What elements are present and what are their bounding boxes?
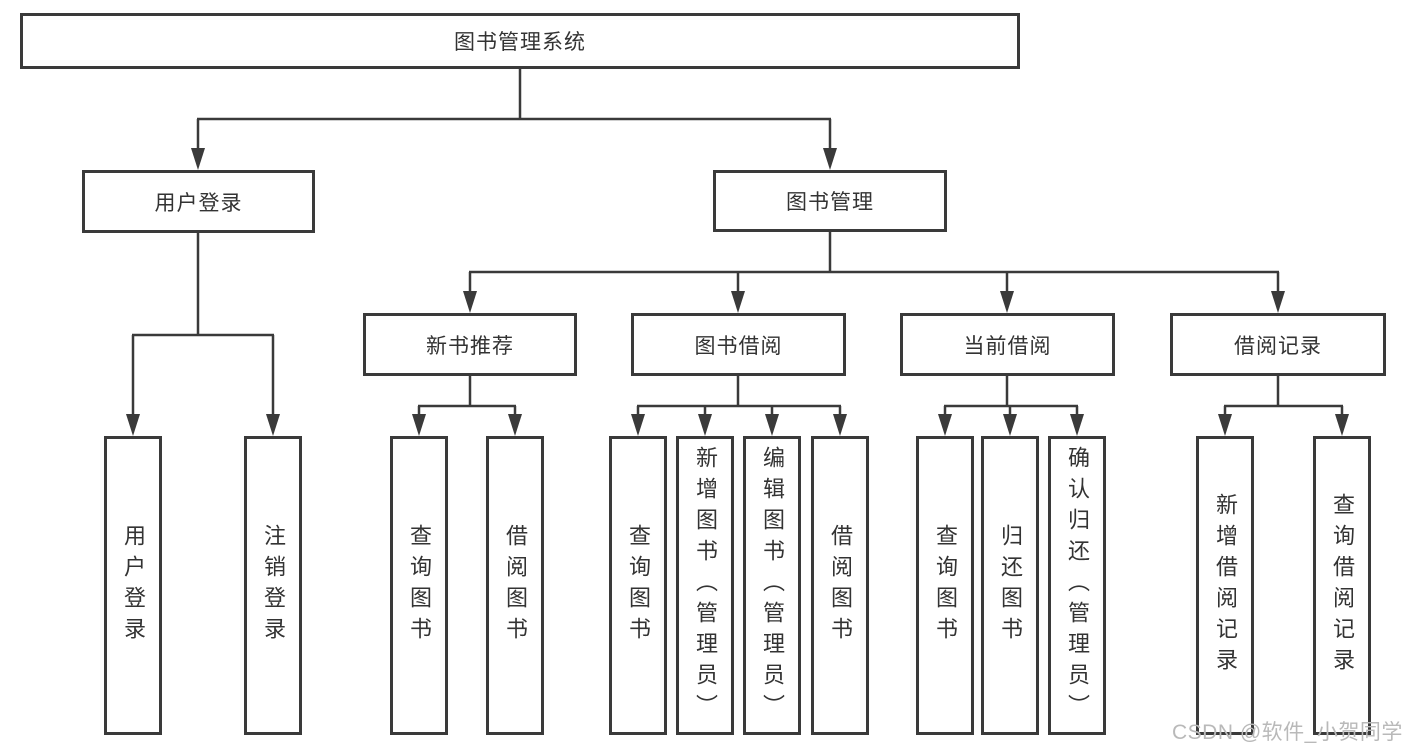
leaf-user-login: 用户登录 [104,436,162,735]
leaf-label: 归还图书 [998,523,1023,648]
node-label: 图书管理 [786,191,874,214]
leaf-label: 查询图书 [933,523,958,648]
node-library-management-system: 图书管理系统 [20,13,1020,69]
leaf-label: 注销登录 [261,523,286,648]
leaf-logout-login: 注销登录 [244,436,302,735]
node-current-borrowing: 当前借阅 [900,313,1115,376]
leaf-label: 编辑图书（管理员） [760,446,785,725]
leaf-borrow-books-recommend: 借阅图书 [486,436,544,735]
leaf-confirm-return-admin: 确认归还（管理员） [1048,436,1106,735]
leaf-label: 查询借阅记录 [1330,492,1355,679]
node-label: 当前借阅 [963,334,1052,358]
node-label: 图书借阅 [694,334,783,358]
csdn-watermark: CSDN @软件_小贺同学 [1172,721,1403,744]
leaf-add-borrow-record: 新增借阅记录 [1196,436,1254,735]
node-label: 用户登录 [154,191,243,215]
node-new-book-recommend: 新书推荐 [363,313,577,376]
node-borrow-records: 借阅记录 [1170,313,1386,376]
leaf-return-books: 归还图书 [981,436,1039,735]
leaf-edit-books-admin: 编辑图书（管理员） [743,436,801,735]
leaf-query-books-borrowing: 查询图书 [609,436,667,735]
leaf-query-books-current: 查询图书 [916,436,974,735]
node-label: 借阅记录 [1234,334,1322,358]
node-user-login: 用户登录 [82,170,315,233]
leaf-label: 新增借阅记录 [1213,492,1238,679]
leaf-label: 用户登录 [121,523,146,648]
leaf-label: 借阅图书 [503,523,528,648]
leaf-borrow-books-borrowing: 借阅图书 [811,436,869,735]
leaf-label: 借阅图书 [828,523,853,648]
leaf-label: 查询图书 [626,523,651,648]
leaf-query-borrow-record: 查询借阅记录 [1313,436,1371,735]
leaf-label: 查询图书 [407,523,432,648]
leaf-query-books-recommend: 查询图书 [390,436,448,735]
leaf-add-books-admin: 新增图书（管理员） [676,436,734,735]
leaf-label: 新增图书（管理员） [693,446,718,725]
leaf-label: 确认归还（管理员） [1065,446,1090,725]
node-book-borrowing: 图书借阅 [631,313,846,376]
node-label: 新书推荐 [426,334,514,358]
node-label: 图书管理系统 [454,31,586,54]
node-book-management: 图书管理 [713,170,947,232]
